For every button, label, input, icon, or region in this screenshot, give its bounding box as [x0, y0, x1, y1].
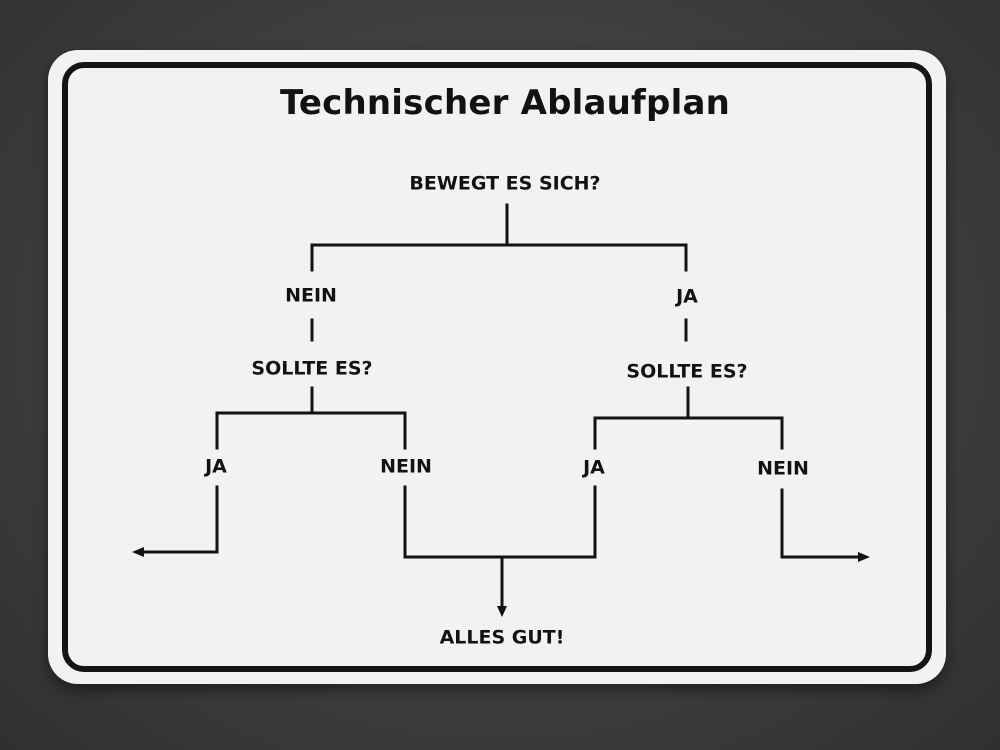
root-question: BEWEGT ES SICH? — [409, 172, 601, 195]
right-no-label: NEIN — [757, 457, 809, 480]
left-no-label: NEIN — [380, 455, 432, 478]
left-split — [215, 386, 407, 450]
right-yes-label: JA — [583, 456, 605, 479]
result-label: ALLES GUT! — [439, 626, 565, 649]
right-answer-label: JA — [676, 285, 698, 308]
left-question: SOLLTE ES? — [251, 357, 373, 380]
arrow-right-icon — [858, 552, 870, 562]
sign-title: Technischer Ablaufplan — [279, 83, 731, 123]
left-ja-path — [140, 485, 219, 554]
merge-path — [403, 485, 597, 612]
right-nein-path — [780, 488, 862, 559]
sign-border — [62, 62, 932, 672]
arrow-left-icon — [132, 547, 144, 557]
flowchart-sign — [48, 50, 946, 684]
arrow-down-icon — [497, 606, 507, 617]
root-connector — [310, 203, 688, 272]
right-split — [593, 386, 784, 450]
right-question: SOLLTE ES? — [626, 360, 748, 383]
left-yes-label: JA — [205, 455, 227, 478]
left-answer-label: NEIN — [285, 284, 337, 307]
